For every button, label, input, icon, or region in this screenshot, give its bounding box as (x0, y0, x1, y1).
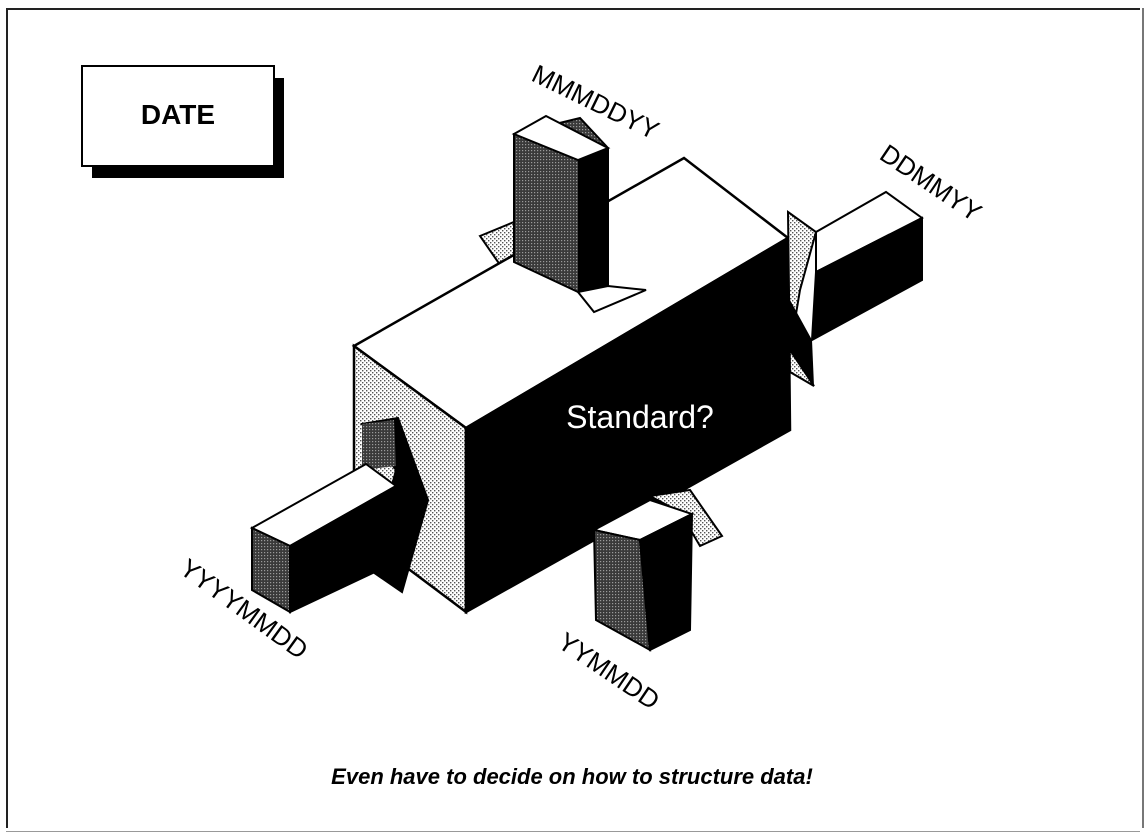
caption-text: Even have to decide on how to structure … (331, 764, 813, 789)
page-frame-bottom-edge (6, 831, 1140, 832)
date-title-label: DATE (141, 99, 215, 130)
page-frame (6, 8, 1140, 828)
left-arrow: YYYYMMDD (174, 416, 430, 665)
cube-label: Standard? (566, 399, 714, 435)
right-arrow: DDMMYY (786, 138, 987, 387)
date-title-box: DATE (81, 65, 284, 178)
page-frame-right-edge (1142, 8, 1144, 828)
